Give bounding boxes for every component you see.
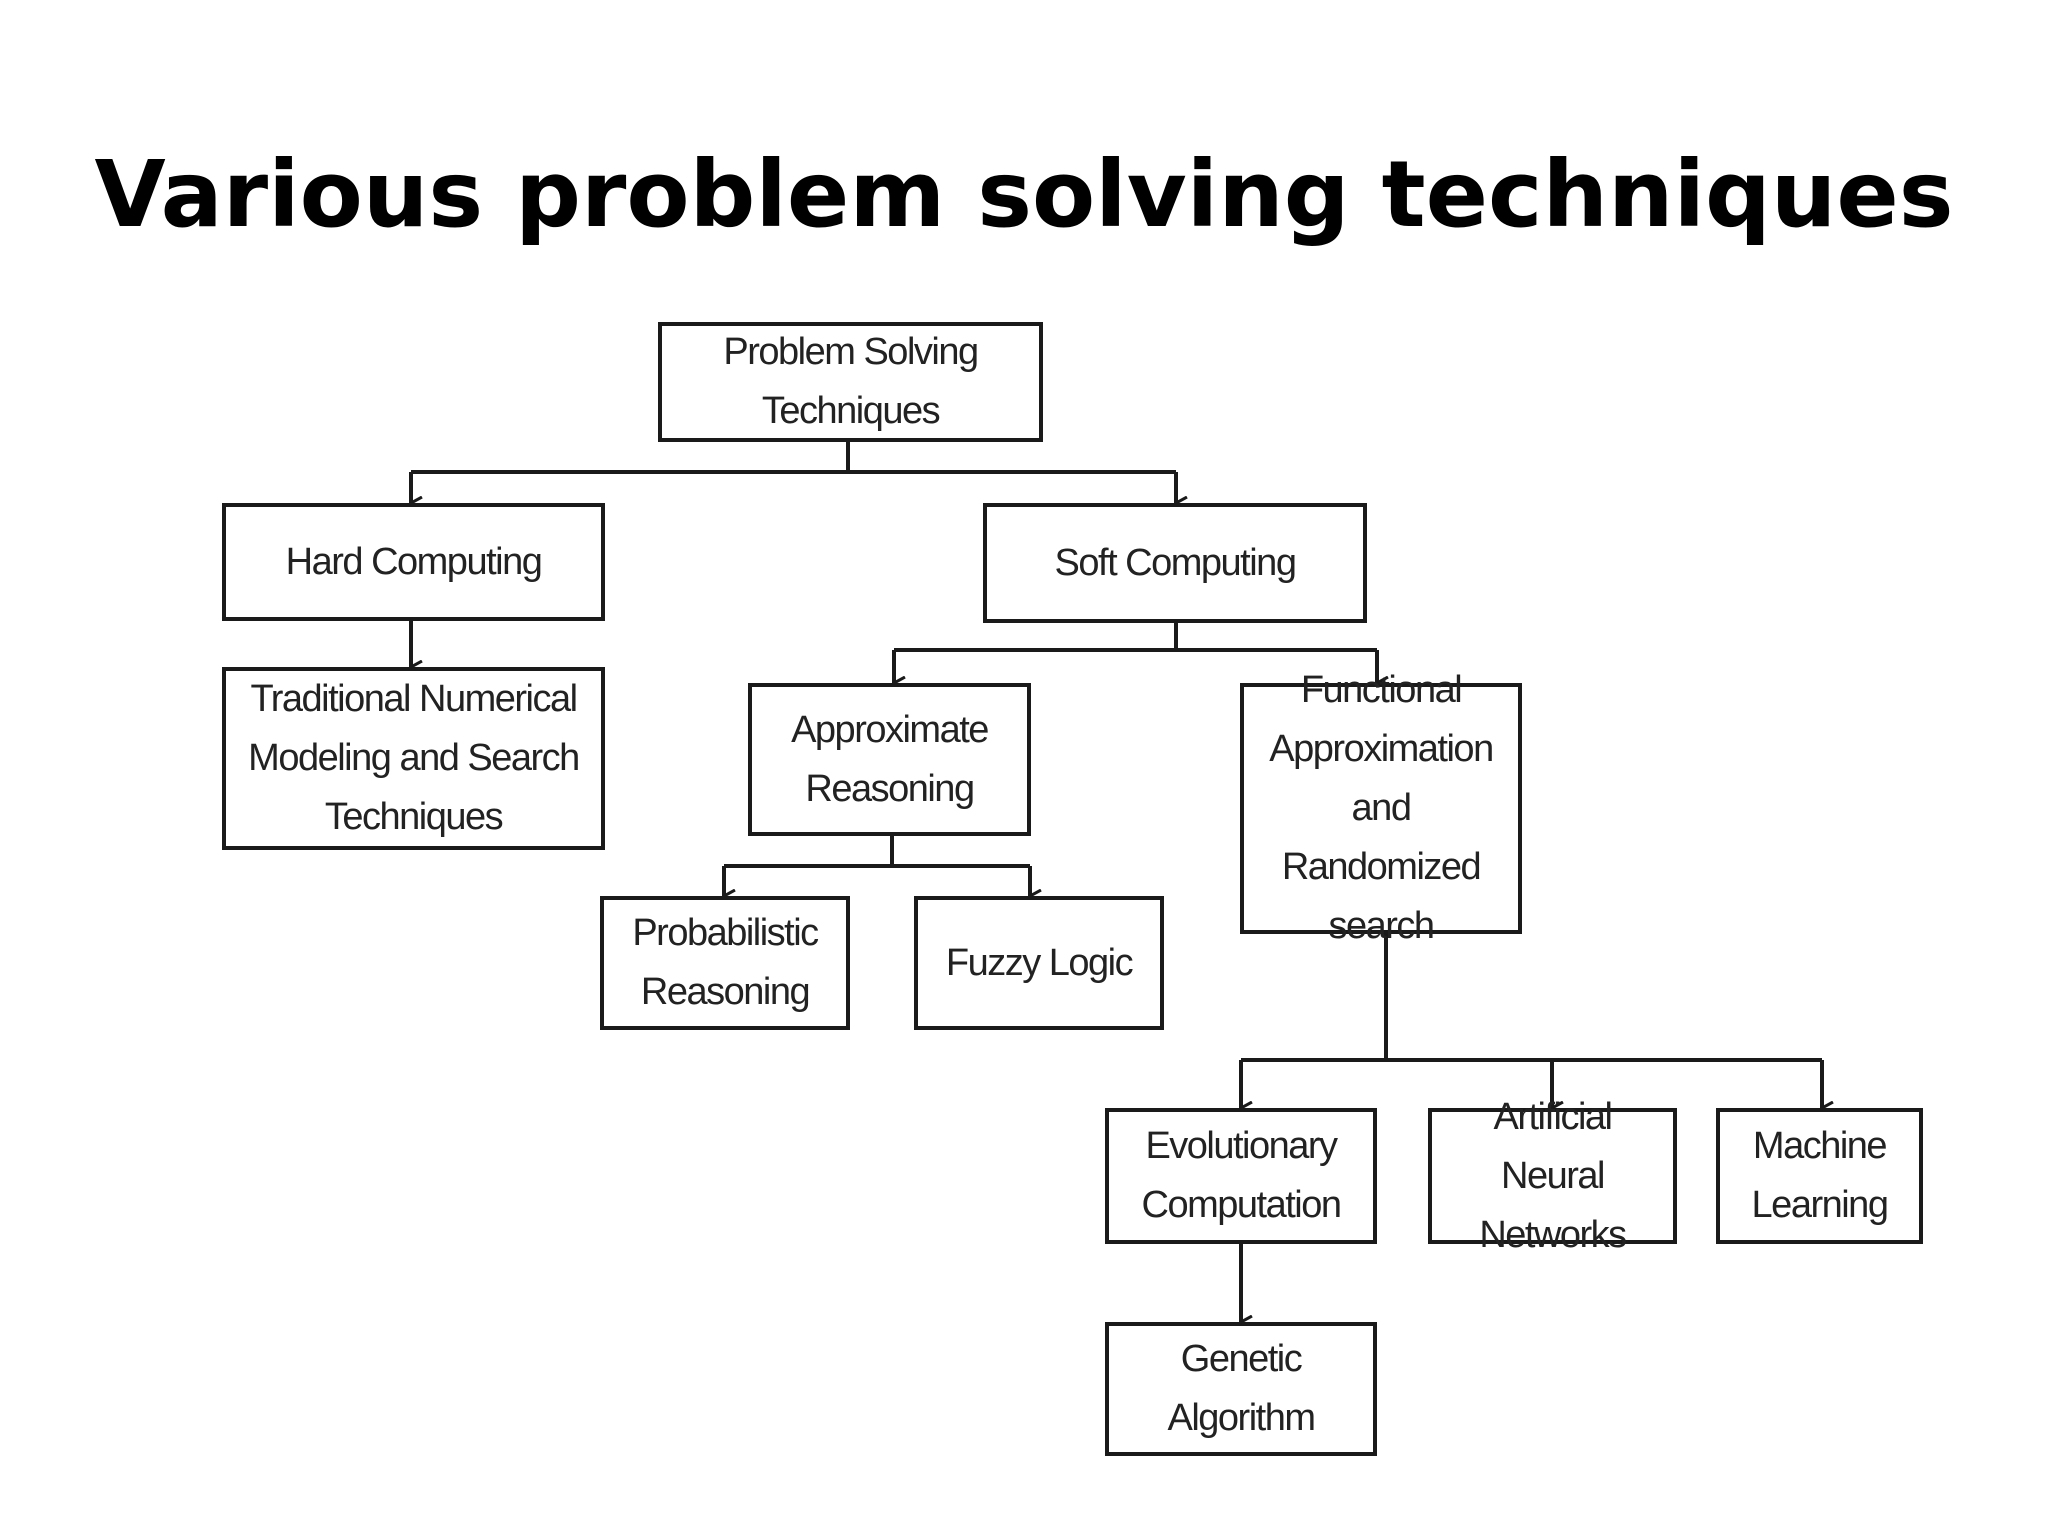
node-probabilistic-reasoning: Probabilistic Reasoning (600, 896, 850, 1030)
node-label: Genetic Algorithm (1167, 1338, 1317, 1439)
slide-title: Various problem solving techniques (94, 140, 1954, 248)
node-label: Machine Learning (1751, 1125, 1889, 1226)
node-label: Functional Approximation and Randomized … (1269, 669, 1494, 947)
node-machine-learning: Machine Learning (1716, 1108, 1923, 1244)
node-label: Fuzzy Logic (945, 941, 1134, 984)
node-functional-approximation: Functional Approximation and Randomized … (1240, 669, 1522, 947)
node-label: Evolutionary Computation (1141, 1125, 1342, 1226)
node-label: Approximate Reasoning (791, 708, 989, 810)
node-label: Soft Computing (1054, 541, 1297, 584)
node-approximate-reasoning: Approximate Reasoning (748, 683, 1031, 836)
node-label: Artificial Neural Networks (1479, 1095, 1627, 1256)
node-label: Hard Computing (285, 540, 543, 583)
node-problem-solving-techniques: Problem Solving Techniques (658, 322, 1043, 442)
node-soft-computing: Soft Computing (983, 503, 1367, 623)
node-genetic-algorithm: Genetic Algorithm (1105, 1322, 1377, 1456)
node-fuzzy-logic: Fuzzy Logic (914, 896, 1164, 1030)
node-traditional-numerical-modeling: Traditional Numerical Modeling and Searc… (222, 667, 605, 850)
node-label: Traditional Numerical Modeling and Searc… (248, 678, 580, 838)
node-artificial-neural-networks: Artificial Neural Networks (1428, 1096, 1677, 1256)
node-label: Problem Solving Techniques (723, 331, 979, 432)
node-label: Probabilistic Reasoning (632, 912, 819, 1013)
node-evolutionary-computation: Evolutionary Computation (1105, 1108, 1377, 1244)
node-hard-computing: Hard Computing (222, 503, 605, 621)
